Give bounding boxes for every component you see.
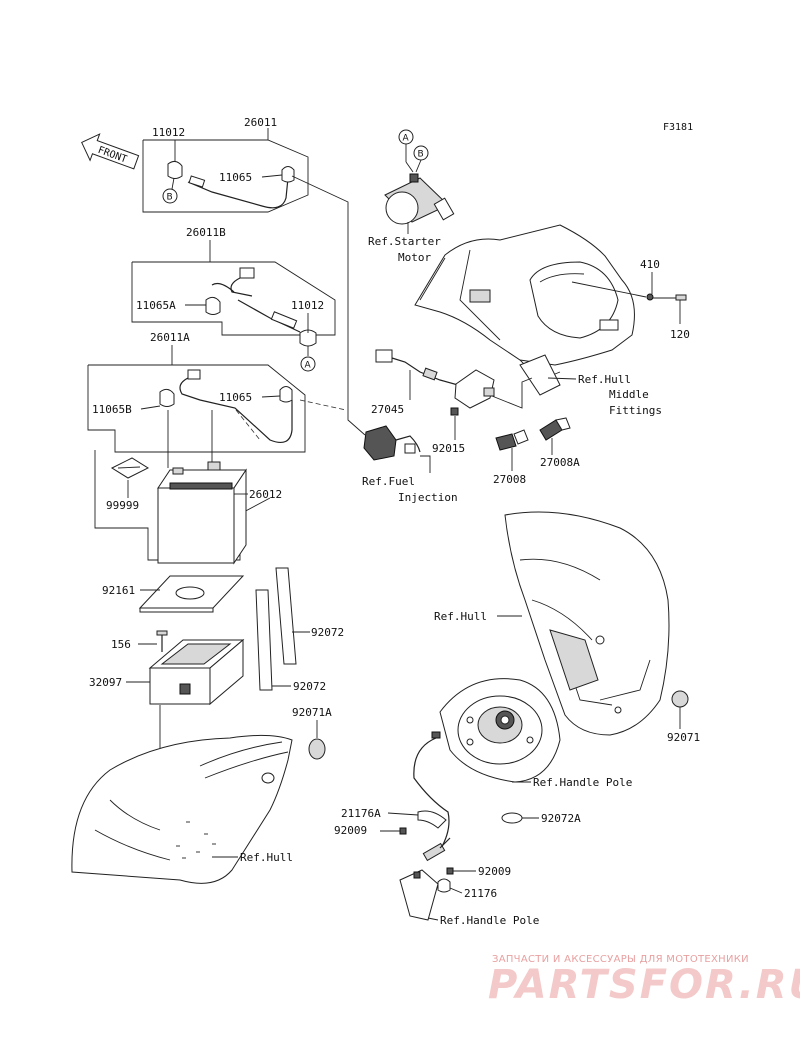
label-27008A: 27008A	[540, 456, 580, 469]
switch-27008A	[539, 417, 571, 441]
screw-92009-a	[399, 827, 407, 835]
clamp-21176	[437, 878, 451, 893]
label-92072A: 92072A	[541, 812, 581, 825]
svg-text:A: A	[403, 134, 410, 144]
band-92072A	[501, 812, 523, 824]
grommet-92071	[671, 690, 689, 708]
bolt-120	[675, 294, 687, 301]
label-27045: 27045	[371, 403, 404, 416]
label-ref-hull-right: Ref.Hull	[434, 610, 487, 623]
label-11012-top: 11012	[152, 126, 185, 139]
label-92072-b: 92072	[293, 680, 326, 693]
hull-left-section	[71, 734, 293, 884]
label-11065A: 11065A	[136, 299, 176, 312]
handle-pole-lower	[399, 837, 451, 921]
terminal-boot-11065A	[205, 296, 221, 315]
label-26011A: 26011A	[150, 331, 190, 344]
terminal-boot-11065-mid	[279, 386, 293, 403]
terminal-boot-11065-top	[281, 166, 295, 183]
hull-middle-fittings	[414, 224, 635, 396]
sticker-99999	[110, 457, 150, 479]
label-ref-hull-left: Ref.Hull	[240, 851, 293, 864]
figure-code: F3181	[663, 122, 693, 133]
label-92071: 92071	[667, 731, 700, 744]
clamp-21176A	[417, 810, 447, 829]
label-92015: 92015	[432, 442, 465, 455]
svg-text:B: B	[418, 150, 424, 160]
label-11065-top: 11065	[219, 171, 252, 184]
label-410: 410	[640, 258, 660, 271]
label-92009-a: 92009	[334, 824, 367, 837]
label-26011: 26011	[244, 116, 277, 129]
clamp-92015	[450, 407, 459, 416]
svg-text:B: B	[167, 193, 173, 203]
label-26011B: 26011B	[186, 226, 226, 239]
nut-410	[646, 293, 654, 301]
battery-cable-26011A	[179, 377, 293, 443]
label-120: 120	[670, 328, 690, 341]
wire-harness-27045	[375, 349, 495, 409]
grommet-92071A	[308, 738, 326, 760]
connector-26011B	[239, 267, 255, 279]
label-ref-handle-pole-2: Ref.Handle Pole	[440, 914, 539, 927]
label-ref-starter-2: Motor	[398, 251, 431, 264]
label-11065-mid: 11065	[219, 391, 252, 404]
connector-26011A	[187, 369, 201, 380]
label-11012-mid: 11012	[291, 299, 324, 312]
callout-b-left	[162, 188, 178, 204]
label-ref-hull-mid-2: Middle	[609, 388, 649, 401]
battery-case-32097	[148, 638, 245, 706]
label-21176: 21176	[464, 887, 497, 900]
label-ref-starter-1: Ref.Starter	[368, 235, 441, 248]
callout-a-mid	[300, 356, 316, 372]
starter-motor	[384, 173, 455, 225]
terminal-boot-11012-mid	[299, 329, 317, 347]
battery-cable-26011	[187, 177, 289, 209]
svg-text:A: A	[305, 361, 312, 371]
label-99999: 99999	[106, 499, 139, 512]
front-direction-arrow: FRONT	[81, 133, 140, 170]
fuel-injection-connector	[363, 425, 421, 461]
label-ref-fuel-2: Injection	[398, 491, 458, 504]
label-92072-a: 92072	[311, 626, 344, 639]
label-ref-hull-mid-3: Fittings	[609, 404, 662, 417]
terminal-boot-11065B	[159, 388, 175, 407]
bolt-156	[156, 630, 168, 636]
watermark-tagline: ЗАПЧАСТИ И АКСЕССУАРЫ ДЛЯ МОТОТЕХНИКИ	[492, 954, 749, 965]
label-156: 156	[111, 638, 131, 651]
switch-27008	[495, 429, 529, 451]
battery-26012	[157, 461, 247, 565]
label-32097: 32097	[89, 676, 122, 689]
terminal-boot-11012	[167, 160, 183, 179]
label-ref-fuel-1: Ref.Fuel	[362, 475, 415, 488]
label-92009-b: 92009	[478, 865, 511, 878]
label-11065B: 11065B	[92, 403, 132, 416]
label-ref-handle-pole-1: Ref.Handle Pole	[533, 776, 632, 789]
hull-right-section	[504, 511, 670, 736]
switch-wire	[413, 737, 450, 851]
handle-pole-base	[439, 678, 561, 783]
label-92071A: 92071A	[292, 706, 332, 719]
label-27008: 27008	[493, 473, 526, 486]
battery-strap-92072	[255, 567, 297, 691]
screw-92009-b	[446, 867, 454, 875]
label-ref-hull-mid-1: Ref.Hull	[578, 373, 631, 386]
label-26012: 26012	[249, 488, 282, 501]
label-92161: 92161	[102, 584, 135, 597]
label-21176A: 21176A	[341, 807, 381, 820]
watermark-logo: PARTSFOR.RU	[488, 962, 800, 1008]
